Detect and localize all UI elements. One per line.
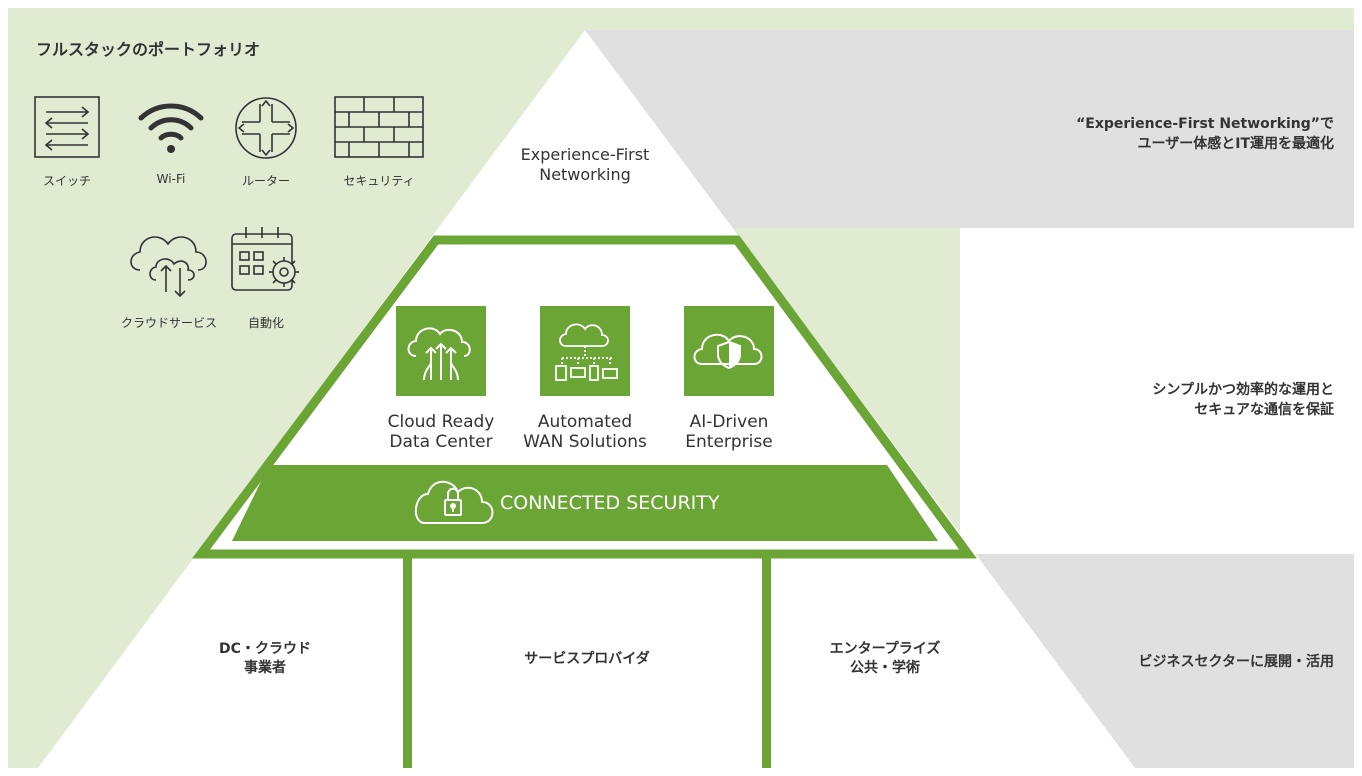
portfolio-label-wifi: Wi-Fi	[156, 172, 186, 186]
solution-enterprise-line1: AI-Driven	[689, 412, 769, 432]
right-middle-line1: シンプルかつ効率的な運用と	[1152, 382, 1334, 398]
right-middle-text: シンプルかつ効率的な運用と セキュアな通信を保証	[914, 380, 1334, 420]
pyramid-top-label: Experience-First Networking	[520, 145, 650, 184]
sector-dc-cloud-line1: DC・クラウド	[219, 641, 311, 657]
solution-datacenter-line2: Data Center	[389, 432, 493, 452]
sector-enterprise-line1: エンタープライズ	[829, 641, 941, 657]
solution-label-wan: Automated WAN Solutions	[500, 412, 670, 452]
cloud-services-icon	[126, 222, 212, 300]
solution-datacenter-line1: Cloud Ready	[387, 412, 495, 432]
wifi-icon	[136, 98, 206, 156]
right-top-line2: ユーザー体感とIT運用を最適化	[1137, 136, 1334, 152]
sector-enterprise-line2: 公共・学術	[850, 660, 920, 676]
sector-divider-right	[762, 554, 771, 768]
portfolio-label-switch: スイッチ	[42, 174, 91, 188]
portfolio-label-router: ルーター	[241, 174, 290, 188]
connected-security-banner	[232, 465, 938, 541]
cloud-shield-icon	[684, 306, 774, 396]
right-middle-line2: セキュアな通信を保証	[1194, 402, 1334, 418]
cloud-lock-icon	[415, 480, 494, 524]
right-top-text: “Experience-First Networking”で ユーザー体感とIT…	[914, 114, 1334, 154]
sector-enterprise-public: エンタープライズ 公共・学術	[800, 640, 970, 678]
right-top-line1: “Experience-First Networking”で	[1076, 116, 1334, 132]
right-band-middle	[960, 228, 1354, 554]
sector-dc-cloud-line2: 事業者	[244, 660, 286, 676]
solution-wan-line2: WAN Solutions	[523, 432, 647, 452]
router-icon	[234, 96, 298, 160]
firewall-icon	[334, 96, 424, 158]
solution-enterprise-line2: Enterprise	[685, 432, 773, 452]
sector-divider-left	[403, 554, 412, 768]
solution-wan-line1: Automated	[537, 412, 633, 432]
portfolio-label-security: セキュリティ	[343, 174, 415, 188]
security-banner-text: CONNECTED SECURITY	[500, 492, 720, 514]
right-band-top	[585, 30, 1354, 228]
right-bottom-text: ビジネスセクターに展開・活用	[1138, 654, 1334, 670]
sector-dc-cloud: DC・クラウド 事業者	[185, 640, 345, 678]
switch-icon	[34, 96, 100, 158]
solution-label-enterprise: AI-Driven Enterprise	[654, 412, 804, 452]
portfolio-label-cloud-services: クラウドサービス	[120, 316, 217, 330]
pyramid	[38, 30, 1135, 768]
cloud-wan-icon	[540, 306, 630, 396]
sector-service-provider: サービスプロバイダ	[472, 650, 702, 669]
sector-service-provider-line1: サービスプロバイダ	[524, 651, 650, 667]
cloud-datacenter-icon	[396, 306, 486, 396]
portfolio-title: フルスタックのポートフォリオ	[36, 40, 261, 59]
automation-icon	[230, 222, 308, 300]
middle-tier-frame	[192, 235, 977, 559]
solution-label-datacenter: Cloud Ready Data Center	[366, 412, 516, 452]
portfolio-label-automation: 自動化	[247, 316, 284, 330]
